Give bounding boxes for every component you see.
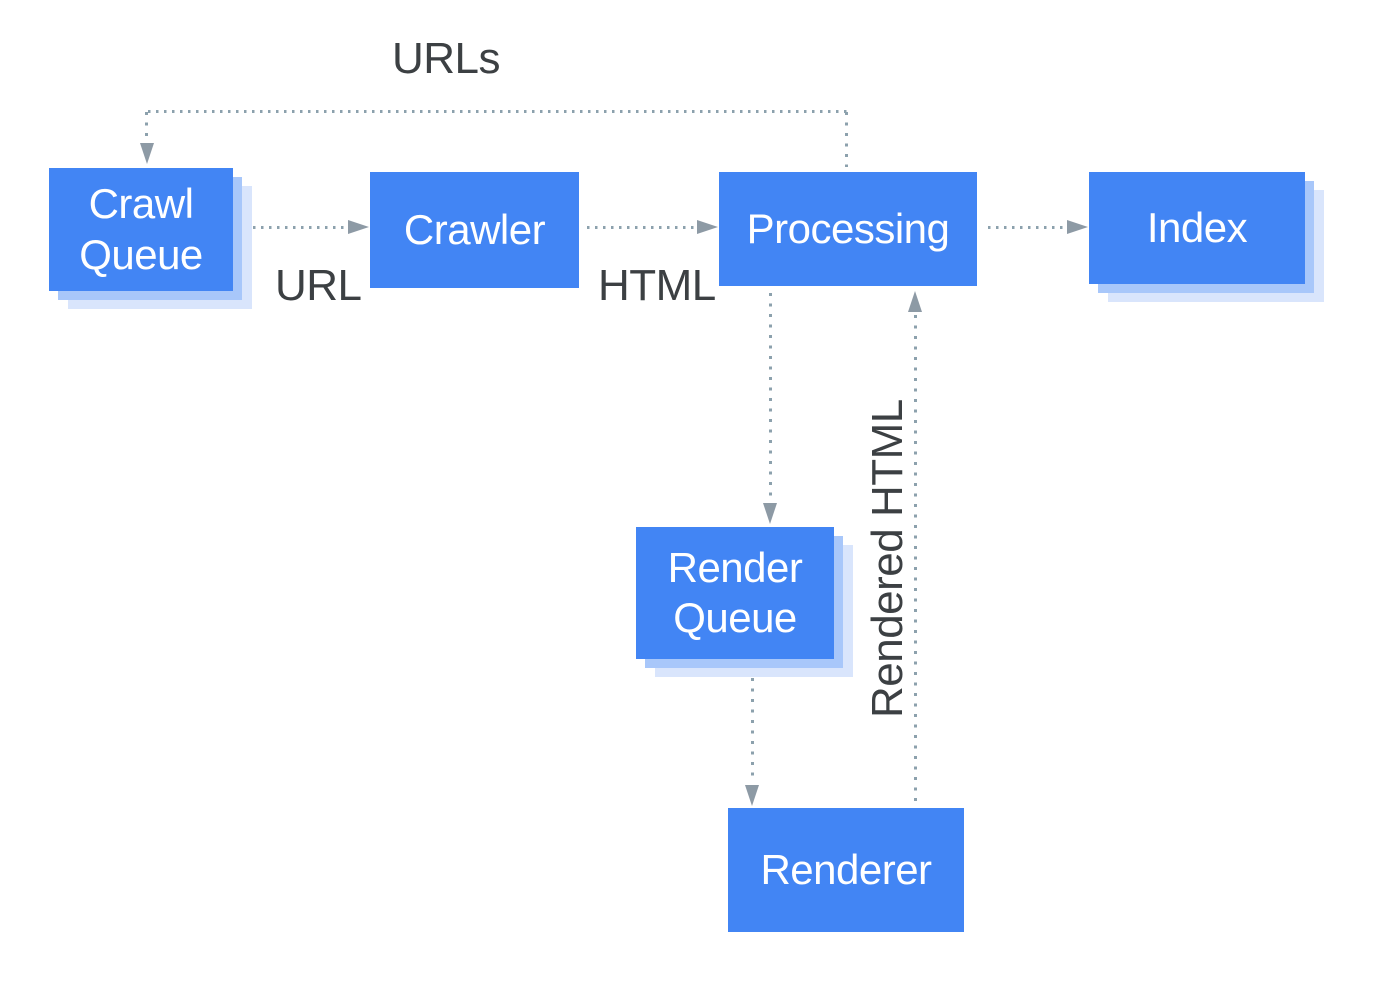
- edge-crawler-to-processing: [587, 226, 695, 229]
- node-crawl-queue: Crawl Queue: [49, 168, 233, 291]
- node-crawl-queue-label: Crawl Queue: [79, 180, 203, 278]
- edge-processing-to-render-queue: [769, 293, 772, 501]
- edge-render-queue-to-renderer: [751, 678, 754, 783]
- edge-urls-feedback-horizontal: [148, 110, 848, 113]
- node-processing: Processing: [719, 172, 977, 286]
- arrowhead-down-into-crawl-queue-icon: [140, 143, 154, 164]
- arrowhead-right-into-crawler-icon: [348, 220, 369, 234]
- edge-crawl-queue-to-crawler: [253, 226, 346, 229]
- node-crawler-label: Crawler: [403, 205, 546, 253]
- arrowhead-down-into-render-queue-icon: [763, 503, 777, 524]
- edge-urls-feedback-from-processing: [845, 112, 848, 167]
- node-index: Index: [1089, 172, 1305, 284]
- edge-renderer-to-processing: [914, 315, 917, 805]
- edge-label-url: URL: [275, 261, 362, 310]
- edge-processing-to-index: [988, 226, 1065, 229]
- edge-urls-feedback-to-crawl-queue: [145, 112, 148, 143]
- node-renderer-label: Renderer: [760, 845, 932, 893]
- edge-label-html: HTML: [598, 261, 716, 310]
- node-renderer: Renderer: [728, 808, 964, 932]
- node-render-queue-label: Render Queue: [667, 543, 803, 641]
- arrowhead-right-into-processing-icon: [697, 220, 718, 234]
- node-processing-label: Processing: [746, 204, 950, 252]
- node-crawler: Crawler: [370, 172, 579, 288]
- edge-label-rendered-html: Rendered HTML: [863, 399, 912, 718]
- arrowhead-down-into-renderer-icon: [745, 785, 759, 806]
- arrowhead-up-into-processing-icon: [908, 291, 922, 312]
- node-index-label: Index: [1146, 203, 1248, 251]
- edge-label-urls: URLs: [392, 34, 501, 83]
- node-render-queue: Render Queue: [636, 527, 834, 659]
- arrowhead-right-into-index-icon: [1067, 220, 1088, 234]
